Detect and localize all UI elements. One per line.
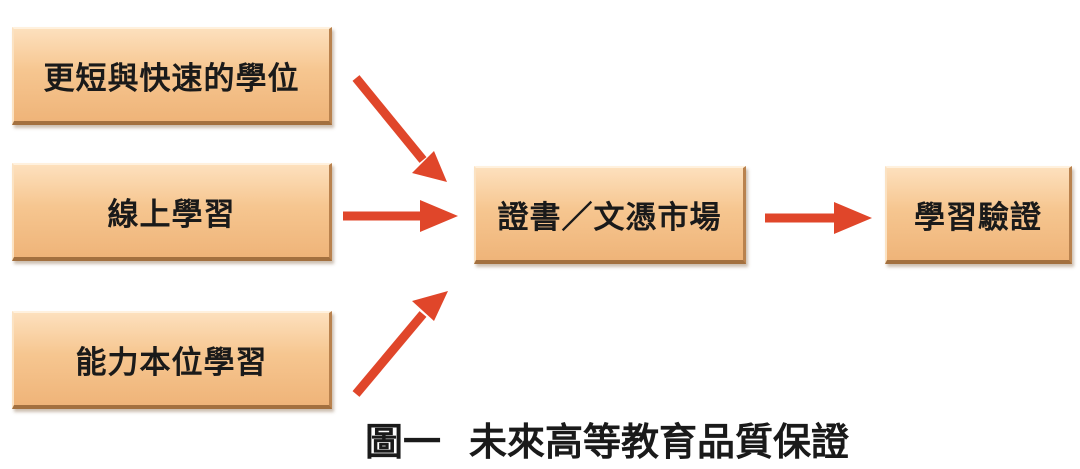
arrow-competency-to-market bbox=[352, 291, 448, 397]
arrow-market-to-verification bbox=[765, 202, 872, 234]
figure-number: 圖一 bbox=[365, 419, 442, 464]
node-shorter-faster-degree: 更短與快速的學位 bbox=[12, 27, 332, 125]
arrow-degree-to-market bbox=[352, 75, 447, 182]
node-label: 能力本位學習 bbox=[75, 344, 268, 381]
node-certificates-market: 證書／文憑市場 bbox=[474, 166, 746, 264]
figure-title: 未來高等教育品質保證 bbox=[469, 419, 850, 464]
node-online-learning: 線上學習 bbox=[12, 163, 332, 261]
node-label: 線上學習 bbox=[107, 196, 236, 233]
node-label: 更短與快速的學位 bbox=[43, 60, 300, 97]
node-label: 證書／文憑市場 bbox=[497, 199, 722, 236]
arrow-online-to-market bbox=[343, 200, 458, 232]
node-competency-based-learning: 能力本位學習 bbox=[12, 311, 332, 409]
node-label: 學習驗證 bbox=[914, 199, 1042, 236]
figure-caption: 圖一 未來高等教育品質保證 bbox=[365, 413, 925, 464]
node-learning-verification: 學習驗證 bbox=[885, 166, 1072, 264]
